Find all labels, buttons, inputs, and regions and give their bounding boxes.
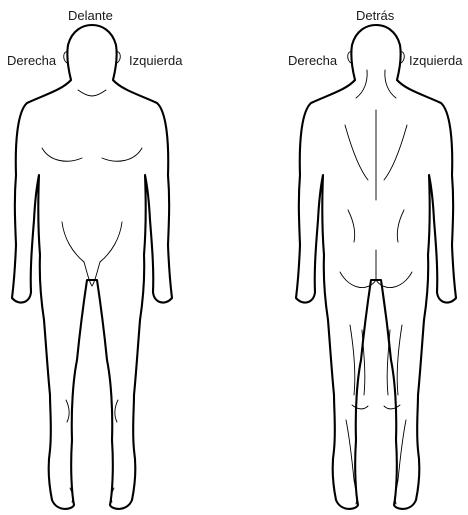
back-view-title: Detrás xyxy=(356,9,394,23)
front-left-side-label: Izquierda xyxy=(129,54,182,68)
back-body-figure xyxy=(296,25,456,509)
front-view-title: Delante xyxy=(68,9,113,23)
front-body-figure xyxy=(12,25,172,509)
front-right-side-label: Derecha xyxy=(7,54,56,68)
back-left-side-label: Izquierda xyxy=(409,54,462,68)
back-right-side-label: Derecha xyxy=(288,54,337,68)
